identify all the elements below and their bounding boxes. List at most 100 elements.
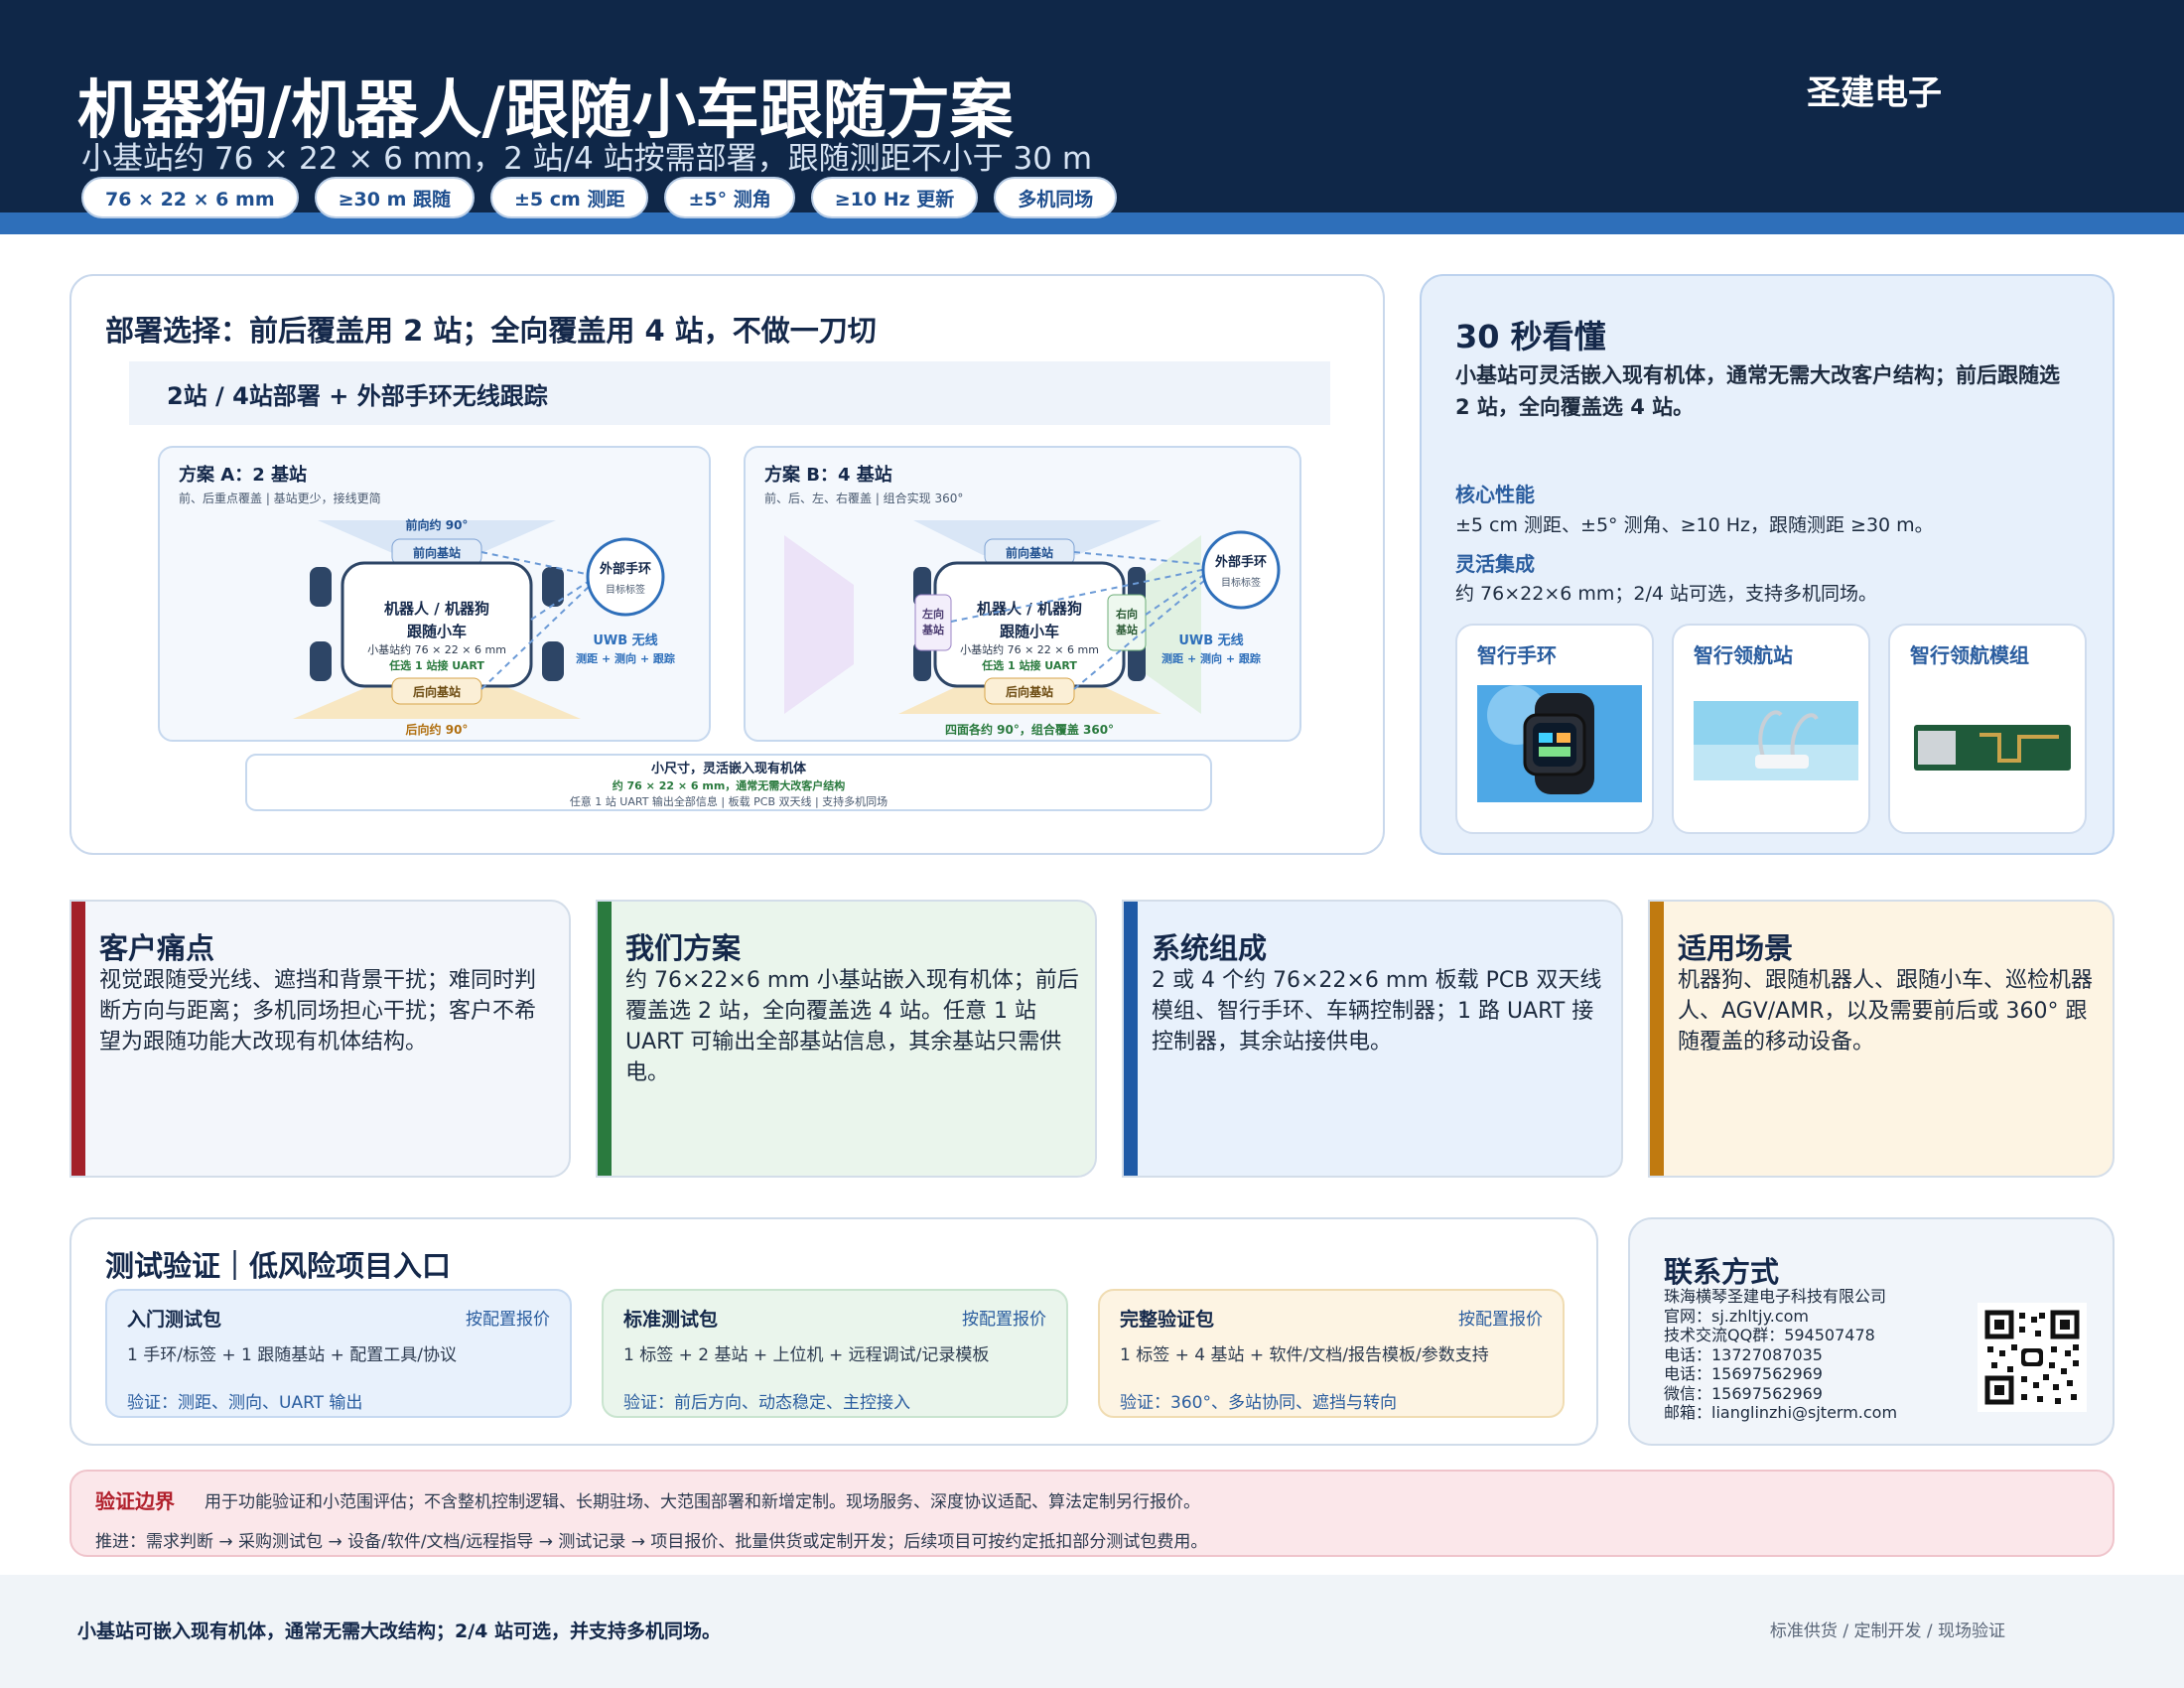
brand-logo: 圣建电子 xyxy=(1807,73,1942,113)
module-image xyxy=(1914,725,2071,771)
boundary-text: 用于功能验证和小范围评估；不含整机控制逻辑、长期驻场、大范围部署和新增定制。现场… xyxy=(205,1492,1200,1512)
rear-station xyxy=(391,677,482,705)
package-desc: 1 标签 + 2 基站 + 上位机 + 远程调试/记录模板 xyxy=(623,1345,990,1365)
plan-a-panel: 方案 A：2 基站 前、后重点覆盖 | 基站更少，接线更简 前向约 90° 前向… xyxy=(158,446,711,742)
robot-uart: 任选 1 站接 UART xyxy=(981,658,1077,672)
robot-label: 跟随小车 xyxy=(1000,623,1059,640)
uwb-sub: 测距 + 测向 + 跟踪 xyxy=(1161,651,1261,665)
bottom-note-line: 小尺寸，灵活嵌入现有机体 xyxy=(651,761,807,776)
scenarios-card: 适用场景 机器狗、跟随机器人、跟随小车、巡检机器人、AGV/AMR，以及需要前后… xyxy=(1648,900,2115,1178)
footer-summary: 小基站可嵌入现有机体，通常无需大改结构；2/4 站可选，并支持多机同场。 xyxy=(77,1620,721,1642)
rear-station-label: 后向基站 xyxy=(413,684,461,699)
left-station xyxy=(914,594,952,651)
rear-angle-label: 后向约 90° xyxy=(406,722,469,737)
spec-chips: 76 × 22 × 6 mm ≥30 m 跟随 ±5 cm 测距 ±5° 测角 … xyxy=(81,177,1118,218)
robot-size: 小基站约 76 × 22 × 6 mm xyxy=(367,642,506,656)
robot-label: 机器人 / 机器狗 xyxy=(384,600,489,618)
spec-chip: ±5 cm 测距 xyxy=(490,177,649,218)
front-station-label: 前向基站 xyxy=(413,545,461,560)
pain-points-card: 客户痛点 视觉跟随受光线、遮挡和背景干扰；难同时判断方向与距离；多机同场担心干扰… xyxy=(69,900,571,1178)
wristband-icon xyxy=(1201,530,1281,610)
product-card-wristband: 智行手环 xyxy=(1455,624,1654,834)
phone: 电话：15697562969 xyxy=(1664,1364,1823,1383)
column-text: 约 76×22×6 mm 小基站嵌入现有机体；前后覆盖选 2 站，全向覆盖选 4… xyxy=(625,968,1079,1085)
uwb-sub: 测距 + 测向 + 跟踪 xyxy=(576,651,675,665)
rear-station xyxy=(984,677,1075,705)
wheel xyxy=(913,641,931,681)
test-package: 完整验证包 按配置报价 1 标签 + 4 基站 + 软件/文档/报告模板/参数支… xyxy=(1098,1289,1565,1418)
phone: 电话：13727087035 xyxy=(1664,1344,1823,1364)
package-price: 按配置报价 xyxy=(1458,1310,1543,1330)
integration-text: 约 76×22×6 mm；2/4 站可选，支持多机同场。 xyxy=(1455,583,1877,605)
package-price: 按配置报价 xyxy=(962,1310,1046,1330)
wheel xyxy=(1128,641,1146,681)
wristband-image xyxy=(1477,685,1642,802)
coverage-label: 四面各约 90°，组合覆盖 360° xyxy=(945,722,1114,737)
test-package: 入门测试包 按配置报价 1 手环/标签 + 1 跟随基站 + 配置工具/协议 验… xyxy=(105,1289,572,1418)
product-name: 智行领航模组 xyxy=(1910,643,2029,667)
package-verify: 验证：测距、测向、UART 输出 xyxy=(127,1393,363,1413)
bottom-note-line: 约 76 × 22 × 6 mm，通常无需大改客户结构 xyxy=(613,778,846,792)
column-title: 客户痛点 xyxy=(99,931,215,965)
footer: 小基站可嵌入现有机体，通常无需大改结构；2/4 站可选，并支持多机同场。 标准供… xyxy=(0,1575,2184,1688)
summary-card: 30 秒看懂 小基站可灵活嵌入现有机体，通常无需大改客户结构；前后跟随选 2 站… xyxy=(1420,274,2115,855)
package-desc: 1 标签 + 4 基站 + 软件/文档/报告模板/参数支持 xyxy=(1120,1345,1489,1365)
summary-lead: 小基站可灵活嵌入现有机体，通常无需大改客户结构；前后跟随选 2 站，全向覆盖选 … xyxy=(1455,363,2060,419)
plan-a-title: 方案 A：2 基站 xyxy=(179,464,307,486)
column-title: 适用场景 xyxy=(1678,931,1794,965)
column-accent xyxy=(598,902,612,1176)
right-station-label: 基站 xyxy=(1115,623,1138,636)
station-image xyxy=(1694,701,1858,780)
qr-code-icon xyxy=(1978,1303,2087,1412)
robot-uart: 任选 1 站接 UART xyxy=(388,658,484,672)
front-coverage xyxy=(318,520,556,555)
wheel xyxy=(542,567,564,607)
wheel xyxy=(310,567,332,607)
solution-card: 我们方案 约 76×22×6 mm 小基站嵌入现有机体；前后覆盖选 2 站，全向… xyxy=(596,900,1097,1178)
email-link[interactable]: 邮箱：lianglinzhi@sjterm.com xyxy=(1664,1403,1898,1422)
uwb-label: UWB 无线 xyxy=(1178,633,1243,648)
column-title: 系统组成 xyxy=(1152,931,1268,965)
column-title: 我们方案 xyxy=(625,931,742,965)
wristband-icon xyxy=(586,537,665,617)
product-card-station: 智行领航站 xyxy=(1672,624,1870,834)
bottom-note-line: 任意 1 站 UART 输出全部信息 | 板载 PCB 双天线 | 支持多机同场 xyxy=(570,794,887,808)
integration-heading: 灵活集成 xyxy=(1455,552,1535,576)
right-station xyxy=(1107,594,1147,651)
qq-group: 技术交流QQ群：594507478 xyxy=(1664,1326,1875,1344)
website-link[interactable]: 官网：sj.zhltjy.com xyxy=(1664,1306,1810,1326)
wristband-sub: 目标标签 xyxy=(1221,576,1261,589)
column-accent xyxy=(71,902,85,1176)
wristband-sub: 目标标签 xyxy=(606,583,645,596)
right-station-label: 右向 xyxy=(1115,607,1138,621)
plan-b-panel: 方案 B：4 基站 前、后、左、右覆盖 | 组合实现 360° 前向基站 左向 … xyxy=(744,446,1301,742)
deploy-title: 部署选择：前后覆盖用 2 站；全向覆盖用 4 站，不做一刀切 xyxy=(105,314,877,348)
rear-station-label: 后向基站 xyxy=(1006,684,1053,699)
spec-chip: ≥10 Hz 更新 xyxy=(810,177,979,218)
package-verify: 验证：360°、多站协同、遮挡与转向 xyxy=(1120,1393,1397,1413)
uwb-label: UWB 无线 xyxy=(593,633,657,648)
spec-chip: ±5° 测角 xyxy=(664,177,795,218)
package-verify: 验证：前后方向、动态稳定、主控接入 xyxy=(623,1393,910,1413)
product-card-module: 智行领航模组 xyxy=(1888,624,2087,834)
column-accent xyxy=(1124,902,1138,1176)
column-text: 机器狗、跟随机器人、跟随小车、巡检机器人、AGV/AMR，以及需要前后或 360… xyxy=(1678,968,2094,1055)
perf-text: ±5 cm 测距、±5° 测角、≥10 Hz，跟随测距 ≥30 m。 xyxy=(1455,514,1934,536)
plan-b-subtitle: 前、后、左、右覆盖 | 组合实现 360° xyxy=(764,491,963,505)
process-steps: 推进：需求判断 → 采购测试包 → 设备/软件/文档/远程指导 → 测试记录 →… xyxy=(95,1532,1208,1552)
diagram-title-bar xyxy=(129,361,1330,425)
diagram-title: 2站 / 4站部署 + 外部手环无线跟踪 xyxy=(167,382,548,410)
wristband-label: 外部手环 xyxy=(599,561,651,577)
wristband-label: 外部手环 xyxy=(1214,554,1267,570)
company-name: 珠海横琴圣建电子科技有限公司 xyxy=(1664,1287,1887,1306)
package-name: 完整验证包 xyxy=(1120,1309,1215,1331)
column-text: 视觉跟随受光线、遮挡和背景干扰；难同时判断方向与距离；多机同场担心干扰；客户不希… xyxy=(99,968,537,1055)
product-name: 智行手环 xyxy=(1477,643,1557,667)
deployment-diagram: 2站 / 4站部署 + 外部手环无线跟踪 方案 A：2 基站 前、后重点覆盖 |… xyxy=(129,361,1330,811)
package-name: 入门测试包 xyxy=(127,1309,222,1331)
left-station-label: 左向 xyxy=(921,607,944,621)
wechat: 微信：15697562969 xyxy=(1664,1383,1823,1403)
package-desc: 1 手环/标签 + 1 跟随基站 + 配置工具/协议 xyxy=(127,1345,457,1365)
robot-label: 跟随小车 xyxy=(407,623,467,640)
spec-chip: 多机同场 xyxy=(994,177,1118,218)
